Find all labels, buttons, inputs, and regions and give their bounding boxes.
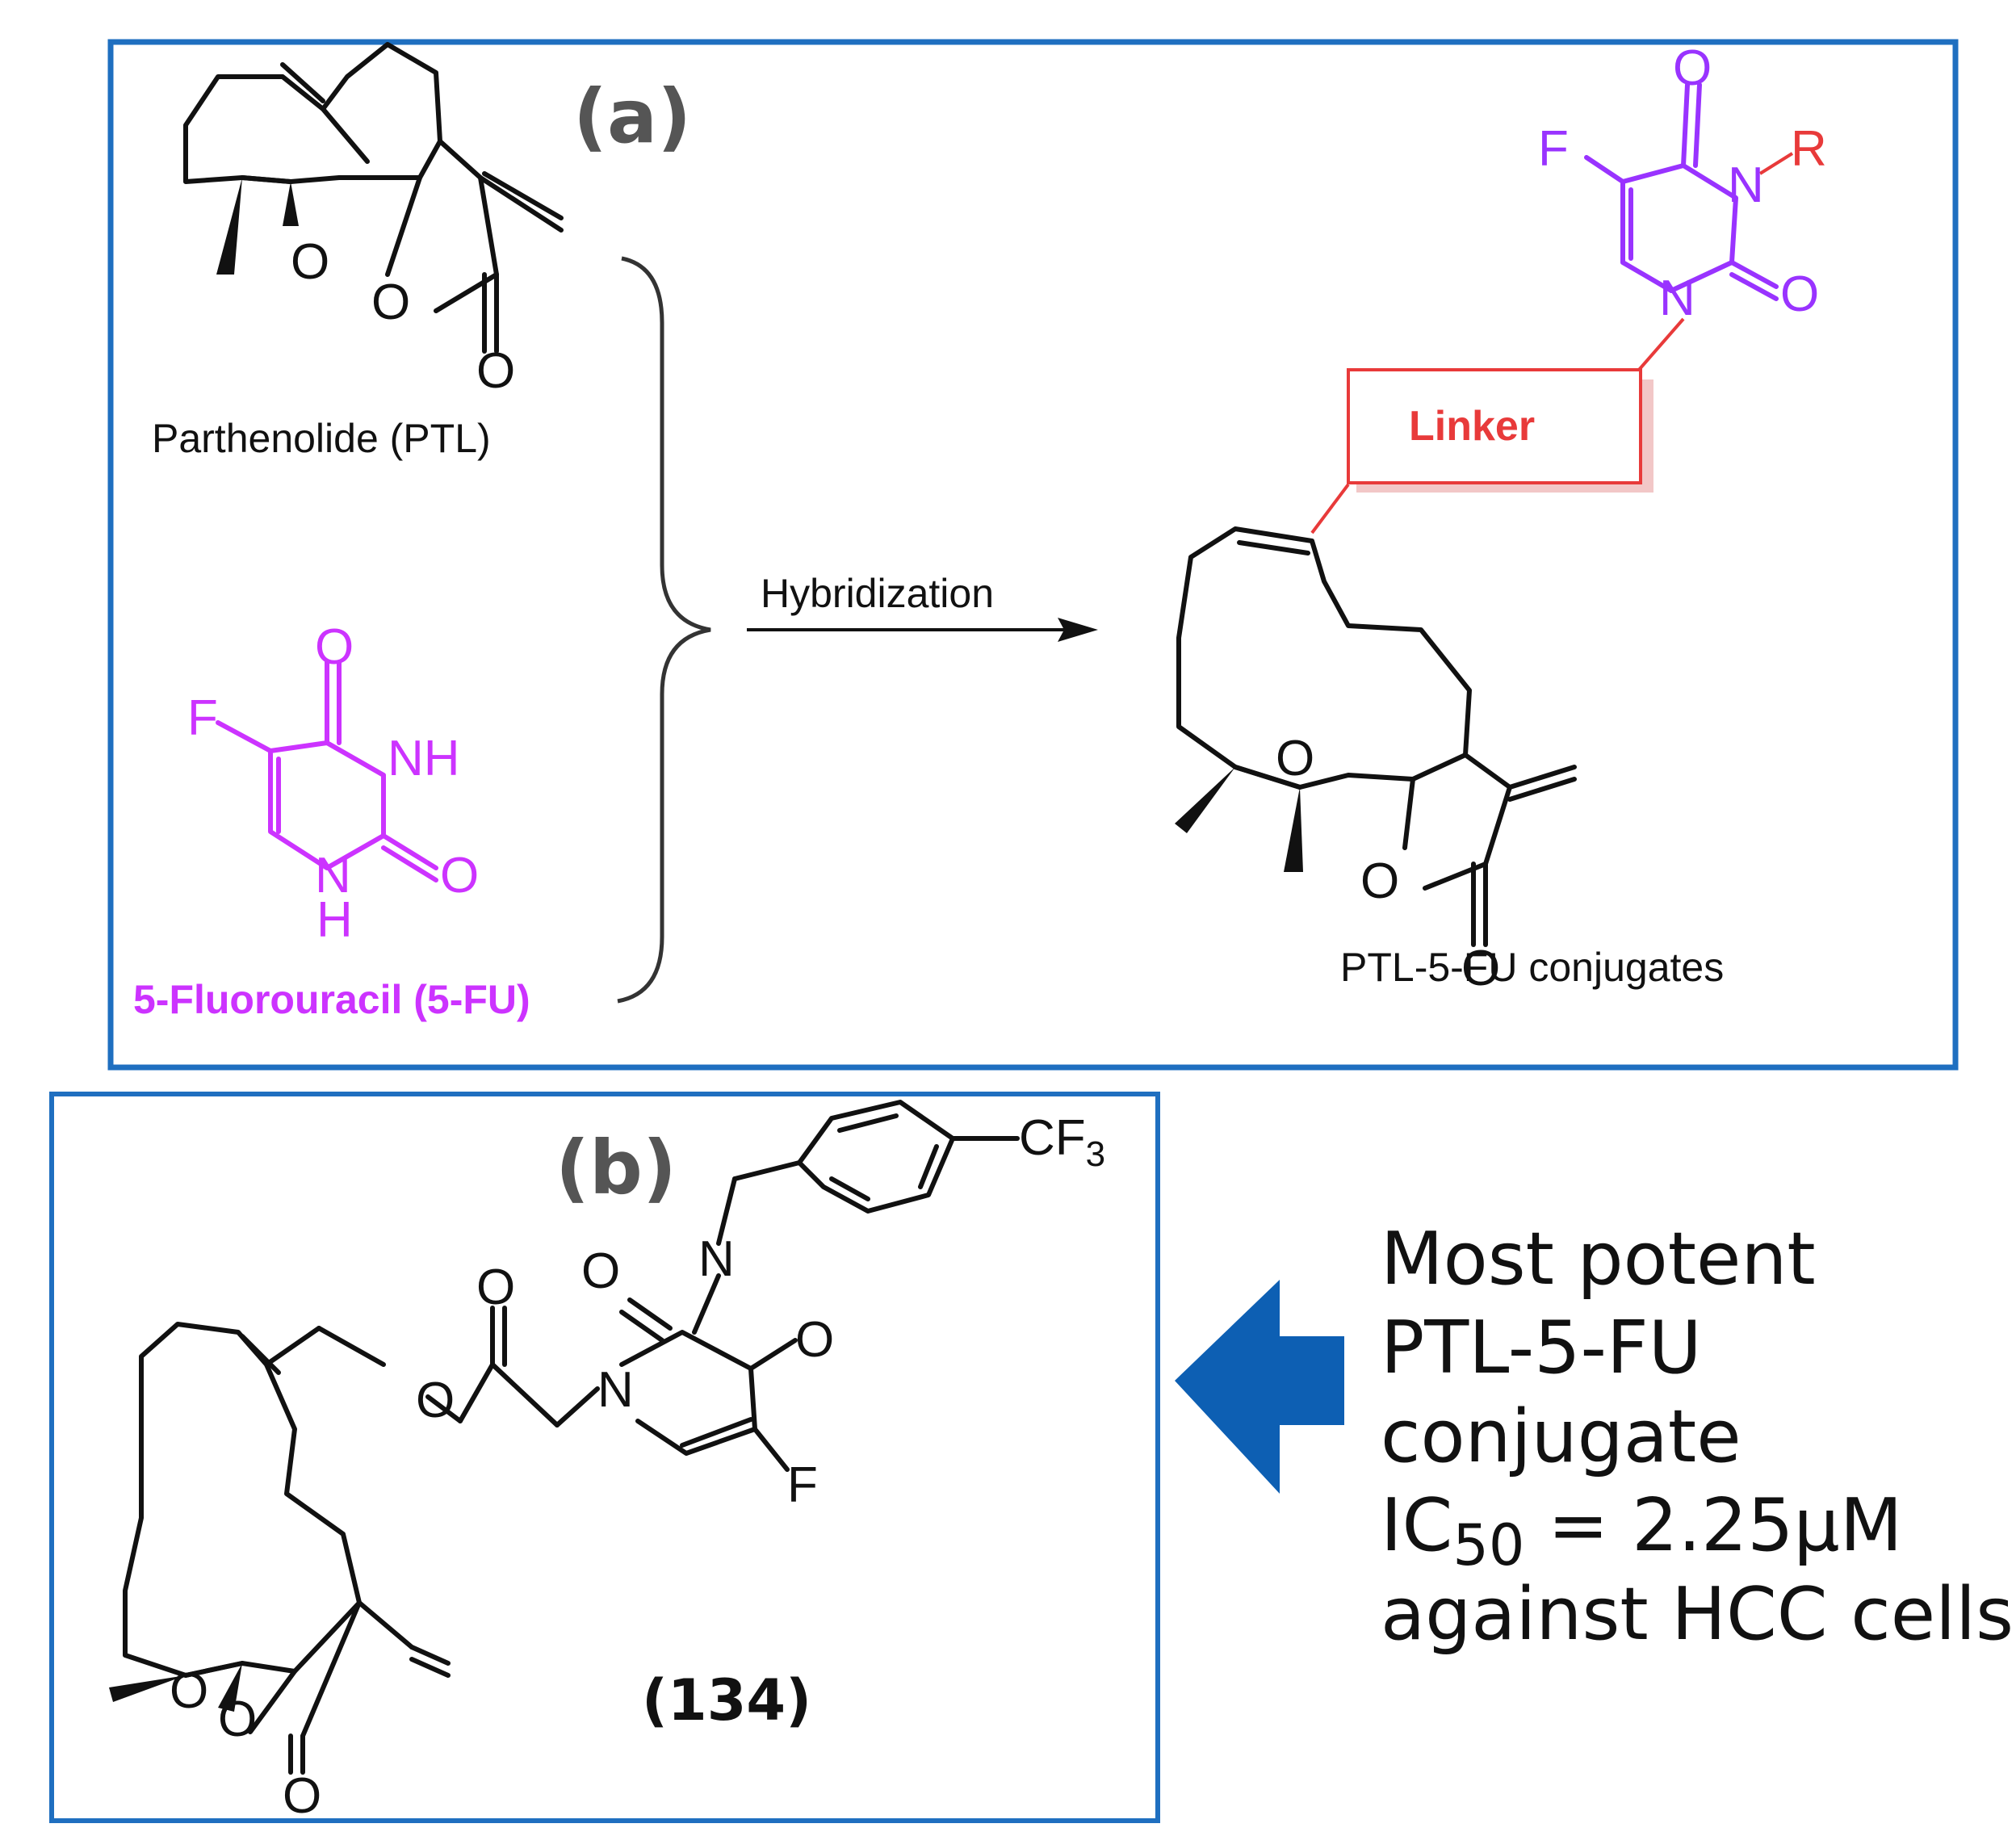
uracil-n-bottom: N (1659, 270, 1695, 326)
b-ester-oxygen: O (416, 1373, 455, 1428)
b-uracil-n3: N (698, 1231, 735, 1287)
b-cf3-label: CF3 (1019, 1110, 1105, 1174)
hybridization-arrowhead (1058, 618, 1098, 642)
highlight-arrow (1175, 1280, 1344, 1494)
fu-fluorine: F (187, 690, 218, 746)
side-text-line1: Most potent (1381, 1217, 1816, 1302)
conjugate-carbonyl-oxygen: O (1461, 941, 1500, 996)
uracil-oxygen-right: O (1780, 266, 1819, 322)
ptl-carbonyl-oxygen: O (476, 343, 515, 399)
b-uracil-oxygen-right: O (795, 1312, 834, 1368)
b-ester-carbonyl-oxygen: O (476, 1260, 515, 1315)
panel-a-frame (107, 39, 1959, 1071)
fu-n-bottom: N (315, 848, 351, 903)
fu-oxygen-top: O (315, 619, 354, 675)
conjugate-epoxide-oxygen: O (1276, 731, 1314, 786)
fu-h-bottom: H (316, 892, 353, 948)
uracil-r-group: R (1791, 121, 1827, 177)
uracil-n-top: N (1728, 157, 1764, 213)
hybridization-label: Hybridization (761, 571, 994, 616)
fu-label: 5-Fluorouracil (5-FU) (133, 977, 530, 1022)
ptl-ring-oxygen: O (371, 275, 410, 330)
panel-b-frame (49, 1092, 1160, 1823)
cf3-subscript: 3 (1086, 1134, 1105, 1174)
linker-box (1347, 368, 1642, 484)
linker-bond-left (1310, 483, 1350, 535)
ic-prefix: IC (1381, 1483, 1452, 1568)
fu-structure (216, 660, 438, 882)
b-lactone-carbonyl-oxygen: O (283, 1768, 321, 1824)
linker-bond-right (1637, 317, 1685, 371)
side-text-line5: against HCC cells (1381, 1572, 2014, 1657)
fu-oxygen-right: O (440, 848, 479, 903)
conjugate-label: PTL-5-FU conjugates (1340, 945, 1724, 990)
ic-value: = 2.25µM (1524, 1483, 1902, 1568)
ptl-epoxide-oxygen: O (291, 234, 329, 290)
ptl-structure (183, 42, 564, 354)
ptl-label: Parthenolide (PTL) (152, 416, 491, 461)
compound-number: (134) (642, 1667, 811, 1733)
conjugate-uracil (1584, 82, 1794, 301)
uracil-oxygen-top: O (1673, 40, 1712, 96)
side-text-line4: IC50 = 2.25µM (1381, 1483, 1902, 1578)
linker-label: Linker (1409, 403, 1535, 450)
uracil-fluorine: F (1538, 121, 1569, 177)
ic-subscript: 50 (1452, 1512, 1524, 1578)
grouping-brace (617, 256, 711, 1004)
b-uracil-oxygen-left: O (581, 1243, 620, 1299)
b-uracil-n1: N (597, 1362, 634, 1418)
b-lactone-oxygen: O (218, 1692, 257, 1747)
fu-nh-top: NH (388, 731, 460, 786)
panel-b-tag: (b) (555, 1125, 677, 1211)
side-text-line2: PTL-5-FU (1381, 1306, 1702, 1390)
b-epoxide-oxygen: O (170, 1663, 208, 1719)
compound-134-structure (109, 1100, 1020, 1775)
panel-a-tag: (a) (573, 73, 691, 160)
b-uracil-fluorine: F (787, 1457, 818, 1513)
conjugate-ring-oxygen: O (1360, 853, 1399, 909)
conjugate-core (1175, 526, 1577, 947)
side-text-line3: conjugate (1381, 1394, 1741, 1479)
